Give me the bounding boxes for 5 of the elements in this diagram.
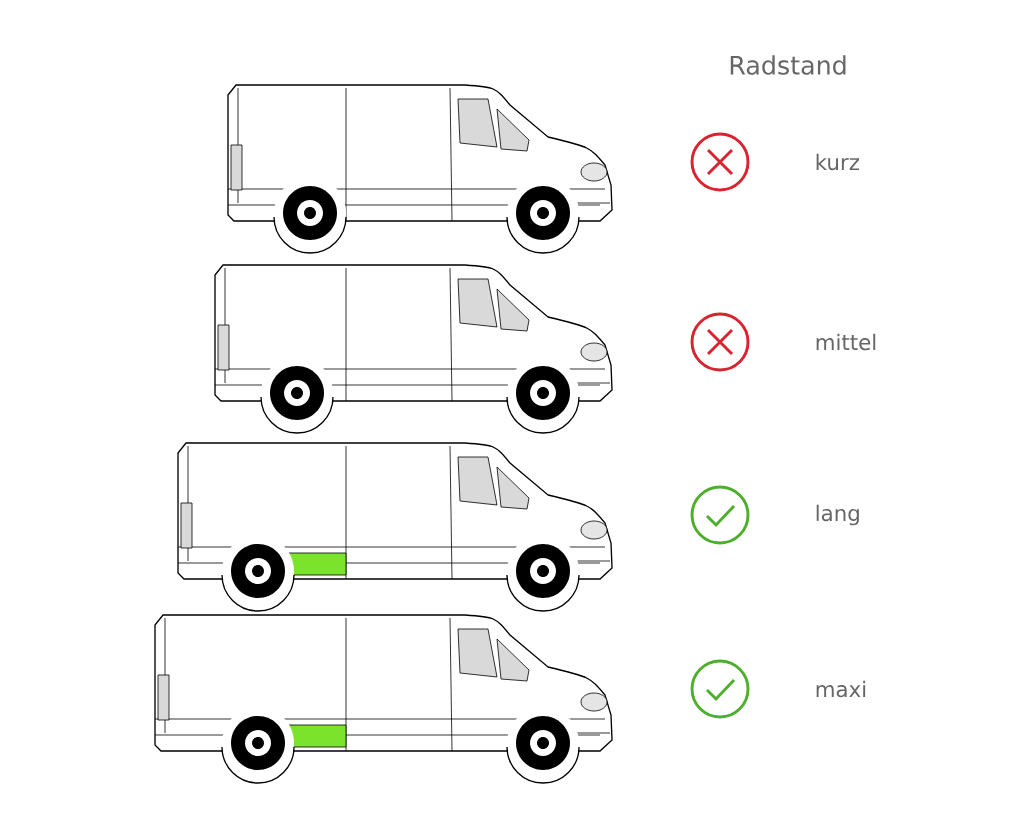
column-heading: Radstand: [730, 55, 846, 75]
row-label: kurz: [816, 153, 859, 171]
row-label: lang: [816, 504, 859, 526]
row-label: mittel: [816, 333, 876, 351]
row-label: maxi: [816, 680, 866, 698]
